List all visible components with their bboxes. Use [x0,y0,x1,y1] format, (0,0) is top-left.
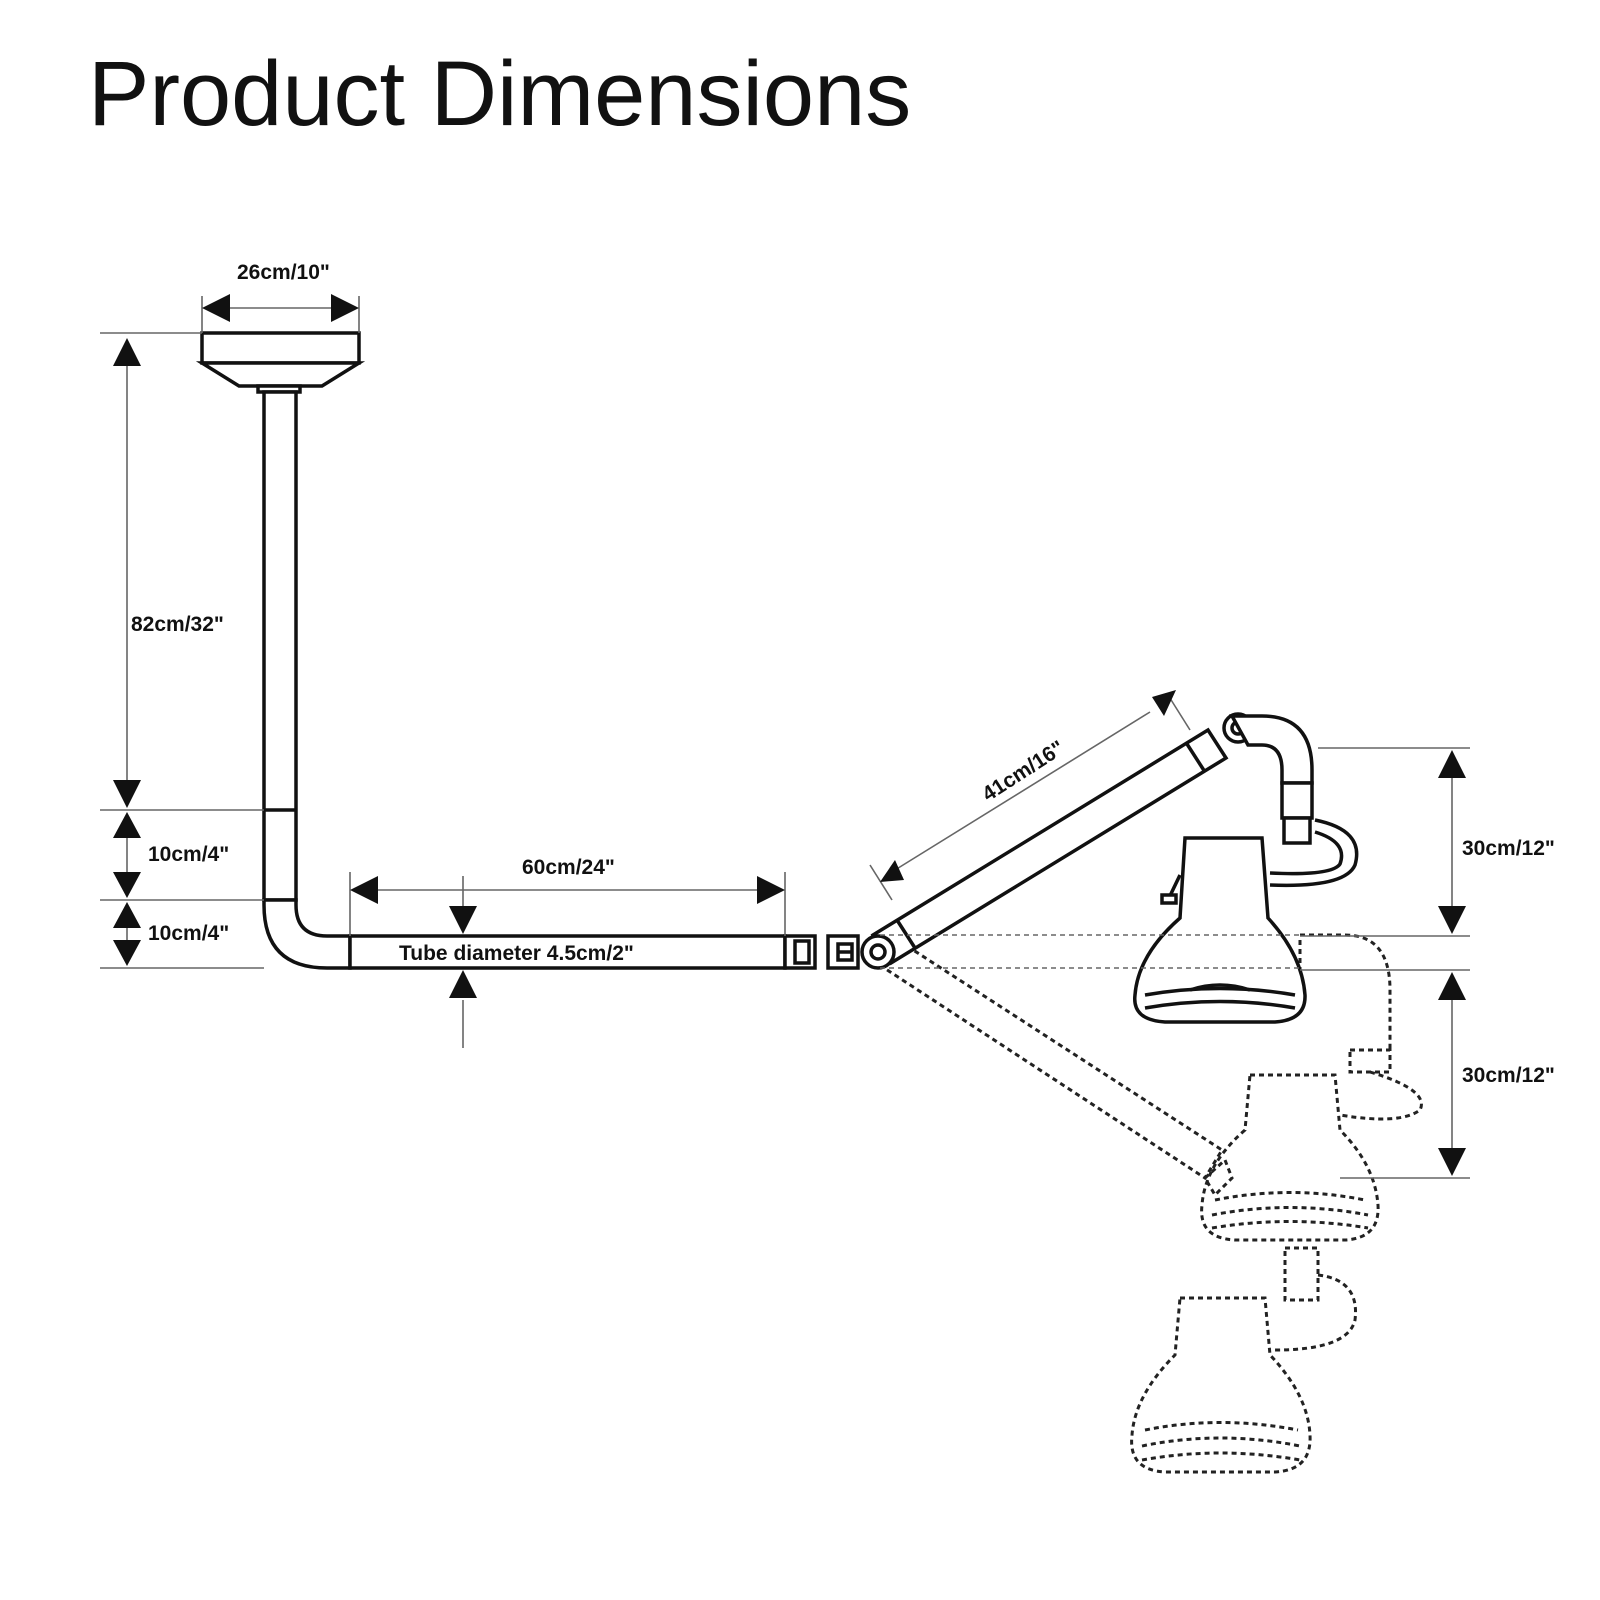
elbow-joint [262,898,352,970]
lamp-head-main [1133,836,1307,1024]
elbow-segment-label: 10cm/4" [148,922,229,945]
dim-elbow-segment [113,902,141,966]
dim-canopy-width [202,294,359,322]
horizontal-arm-label: 60cm/24" [522,856,615,879]
vertical-pole [262,390,298,902]
dim-lamp-height-up [1438,750,1466,934]
dim-horizontal-arm [350,876,785,904]
dim-vertical-pole [113,338,141,808]
canopy-width-label: 26cm/10" [237,261,330,284]
dim-tube-diameter [449,876,477,998]
vertical-pole-label: 82cm/32" [131,613,224,636]
dim-swing-arm [880,690,1176,882]
lamp-neck [1229,714,1359,888]
dim-lamp-height-down [1438,972,1466,1176]
tube-diameter-label: Tube diameter 4.5cm/2" [399,942,634,965]
lamp-height-down-label: 30cm/12" [1462,1064,1555,1087]
horizontal-arm [348,934,860,970]
ceiling-canopy [195,331,366,394]
extension-lines [100,296,1470,1179]
alternate-positions-ghost [869,932,1423,1474]
dim-lower-pole-segment [113,812,141,898]
lamp-height-up-label: 30cm/12" [1462,837,1555,860]
lower-pole-segment-label: 10cm/4" [148,843,229,866]
page-title: Product Dimensions [88,43,912,145]
